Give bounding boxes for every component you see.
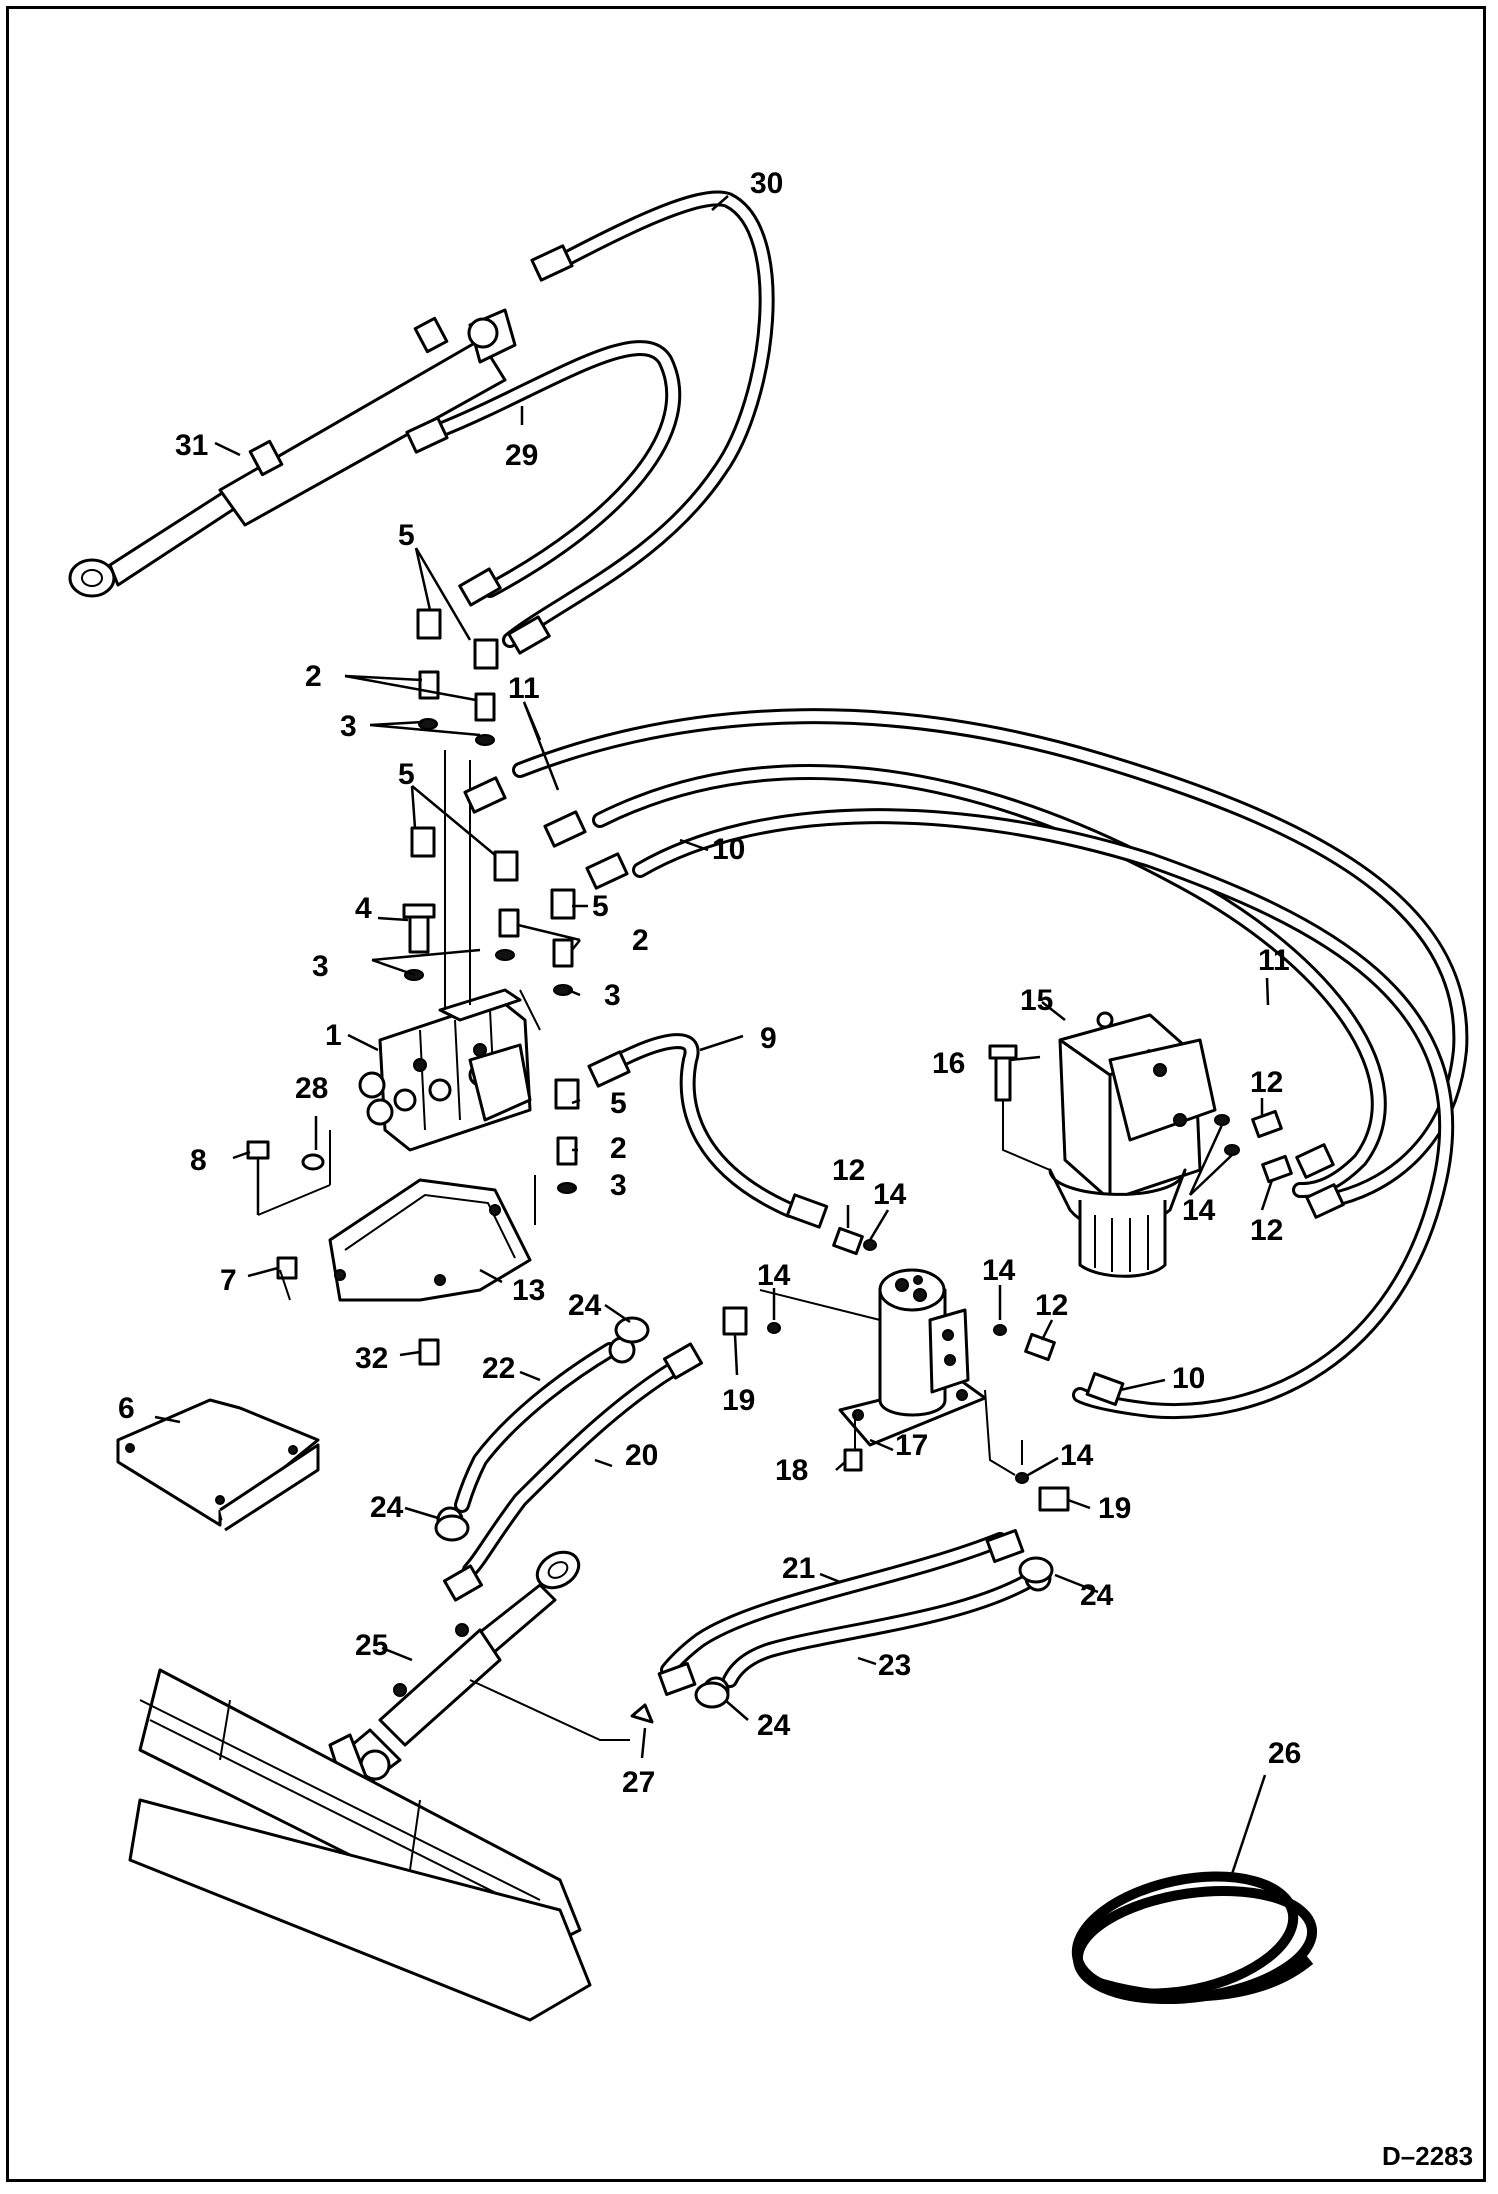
- hose-21: [660, 1532, 1008, 1678]
- callout-12-b: 12: [1250, 1214, 1283, 1247]
- valve-fittings: [402, 608, 631, 1225]
- hose-10: [632, 808, 1454, 1419]
- callout-14-e: 14: [1060, 1439, 1094, 1472]
- callout-2-c: 2: [610, 1132, 627, 1165]
- callout-11-b: 11: [1258, 944, 1290, 977]
- callout-20: 20: [625, 1439, 658, 1472]
- callout-18: 18: [775, 1454, 808, 1487]
- callout-28: 28: [295, 1072, 328, 1105]
- callout-31: 31: [175, 429, 208, 462]
- cylinder-31: [68, 308, 517, 598]
- callout-4: 4: [355, 892, 372, 925]
- callout-14-a: 14: [1182, 1194, 1216, 1227]
- hose-11-lower: [592, 764, 1387, 1198]
- callout-14-c: 14: [757, 1259, 791, 1292]
- callout-23: 23: [878, 1649, 911, 1682]
- callout-15: 15: [1020, 984, 1053, 1017]
- hose-29: [432, 340, 682, 598]
- callout-14-d: 14: [982, 1254, 1016, 1287]
- callout-5-a: 5: [398, 519, 415, 552]
- callout-7: 7: [220, 1264, 237, 1297]
- motor-fittings: [1214, 1109, 1345, 1219]
- diagram-frame: [6, 6, 1486, 2182]
- callout-5-c: 5: [592, 890, 609, 923]
- callout-3-c: 3: [604, 979, 621, 1012]
- callout-2-b: 2: [632, 924, 649, 957]
- callout-9: 9: [760, 1022, 777, 1055]
- callout-13: 13: [512, 1274, 545, 1307]
- callout-14-b: 14: [873, 1178, 907, 1211]
- callout-10-a: 10: [712, 833, 745, 866]
- callout-32: 32: [355, 1342, 388, 1375]
- callout-10-b: 10: [1172, 1362, 1205, 1395]
- callout-3-b: 3: [312, 950, 329, 983]
- callout-24-a: 24: [568, 1289, 602, 1322]
- swivel-fittings: [722, 1193, 1125, 1512]
- hose-30: [502, 190, 775, 648]
- callout-8: 8: [190, 1144, 207, 1177]
- callout-12-a: 12: [1250, 1066, 1283, 1099]
- mounting-plate-6: [116, 1398, 320, 1532]
- hose-fittings-top: [405, 244, 574, 655]
- document-id: D–2283: [1382, 2141, 1473, 2171]
- callout-19-b: 19: [1098, 1492, 1131, 1525]
- callout-3-d: 3: [610, 1169, 627, 1202]
- callout-17: 17: [895, 1429, 928, 1462]
- hose-22: [454, 1342, 618, 1513]
- callout-16: 16: [932, 1047, 965, 1080]
- coiled-hose-26: [1071, 1871, 1318, 2005]
- callout-19-a: 19: [722, 1384, 755, 1417]
- dozer-blade: [128, 1668, 592, 2022]
- control-valve-1: [358, 988, 532, 1152]
- callout-25: 25: [355, 1629, 388, 1662]
- leader-lines: [154, 195, 1274, 1881]
- hose-11-upper: [512, 708, 1469, 1208]
- callout-3-a: 3: [340, 710, 357, 743]
- swing-motor-15: [1002, 1011, 1217, 1278]
- callout-26: 26: [1268, 1737, 1301, 1770]
- callout-24-d: 24: [757, 1709, 791, 1742]
- callout-24-b: 24: [370, 1491, 404, 1524]
- bolts: [246, 1044, 1018, 1724]
- callout-30: 30: [750, 167, 783, 200]
- callout-27: 27: [622, 1766, 655, 1799]
- hose-9: [612, 1033, 798, 1218]
- callout-12-c: 12: [832, 1154, 865, 1187]
- hose-23: [722, 1572, 1038, 1688]
- callout-5-b: 5: [398, 758, 415, 791]
- callout-29: 29: [505, 439, 538, 472]
- hose-20: [462, 1357, 688, 1578]
- callout-11-a: 11: [508, 672, 540, 705]
- callout-21: 21: [782, 1552, 815, 1585]
- callout-24-c: 24: [1080, 1579, 1114, 1612]
- swivel-17: [759, 1268, 1016, 1476]
- callout-6: 6: [118, 1392, 135, 1425]
- callout-22: 22: [482, 1352, 515, 1385]
- callout-12-d: 12: [1035, 1289, 1068, 1322]
- callout-5-d: 5: [610, 1087, 627, 1120]
- callout-2-a: 2: [305, 660, 322, 693]
- callout-1: 1: [325, 1019, 342, 1052]
- callout-labels: 30 31 29 5 2 11 3 5 10 5 4 2 3 3 1 9 5 2…: [118, 167, 1301, 1799]
- hose-clamps-24: [434, 1316, 1054, 1709]
